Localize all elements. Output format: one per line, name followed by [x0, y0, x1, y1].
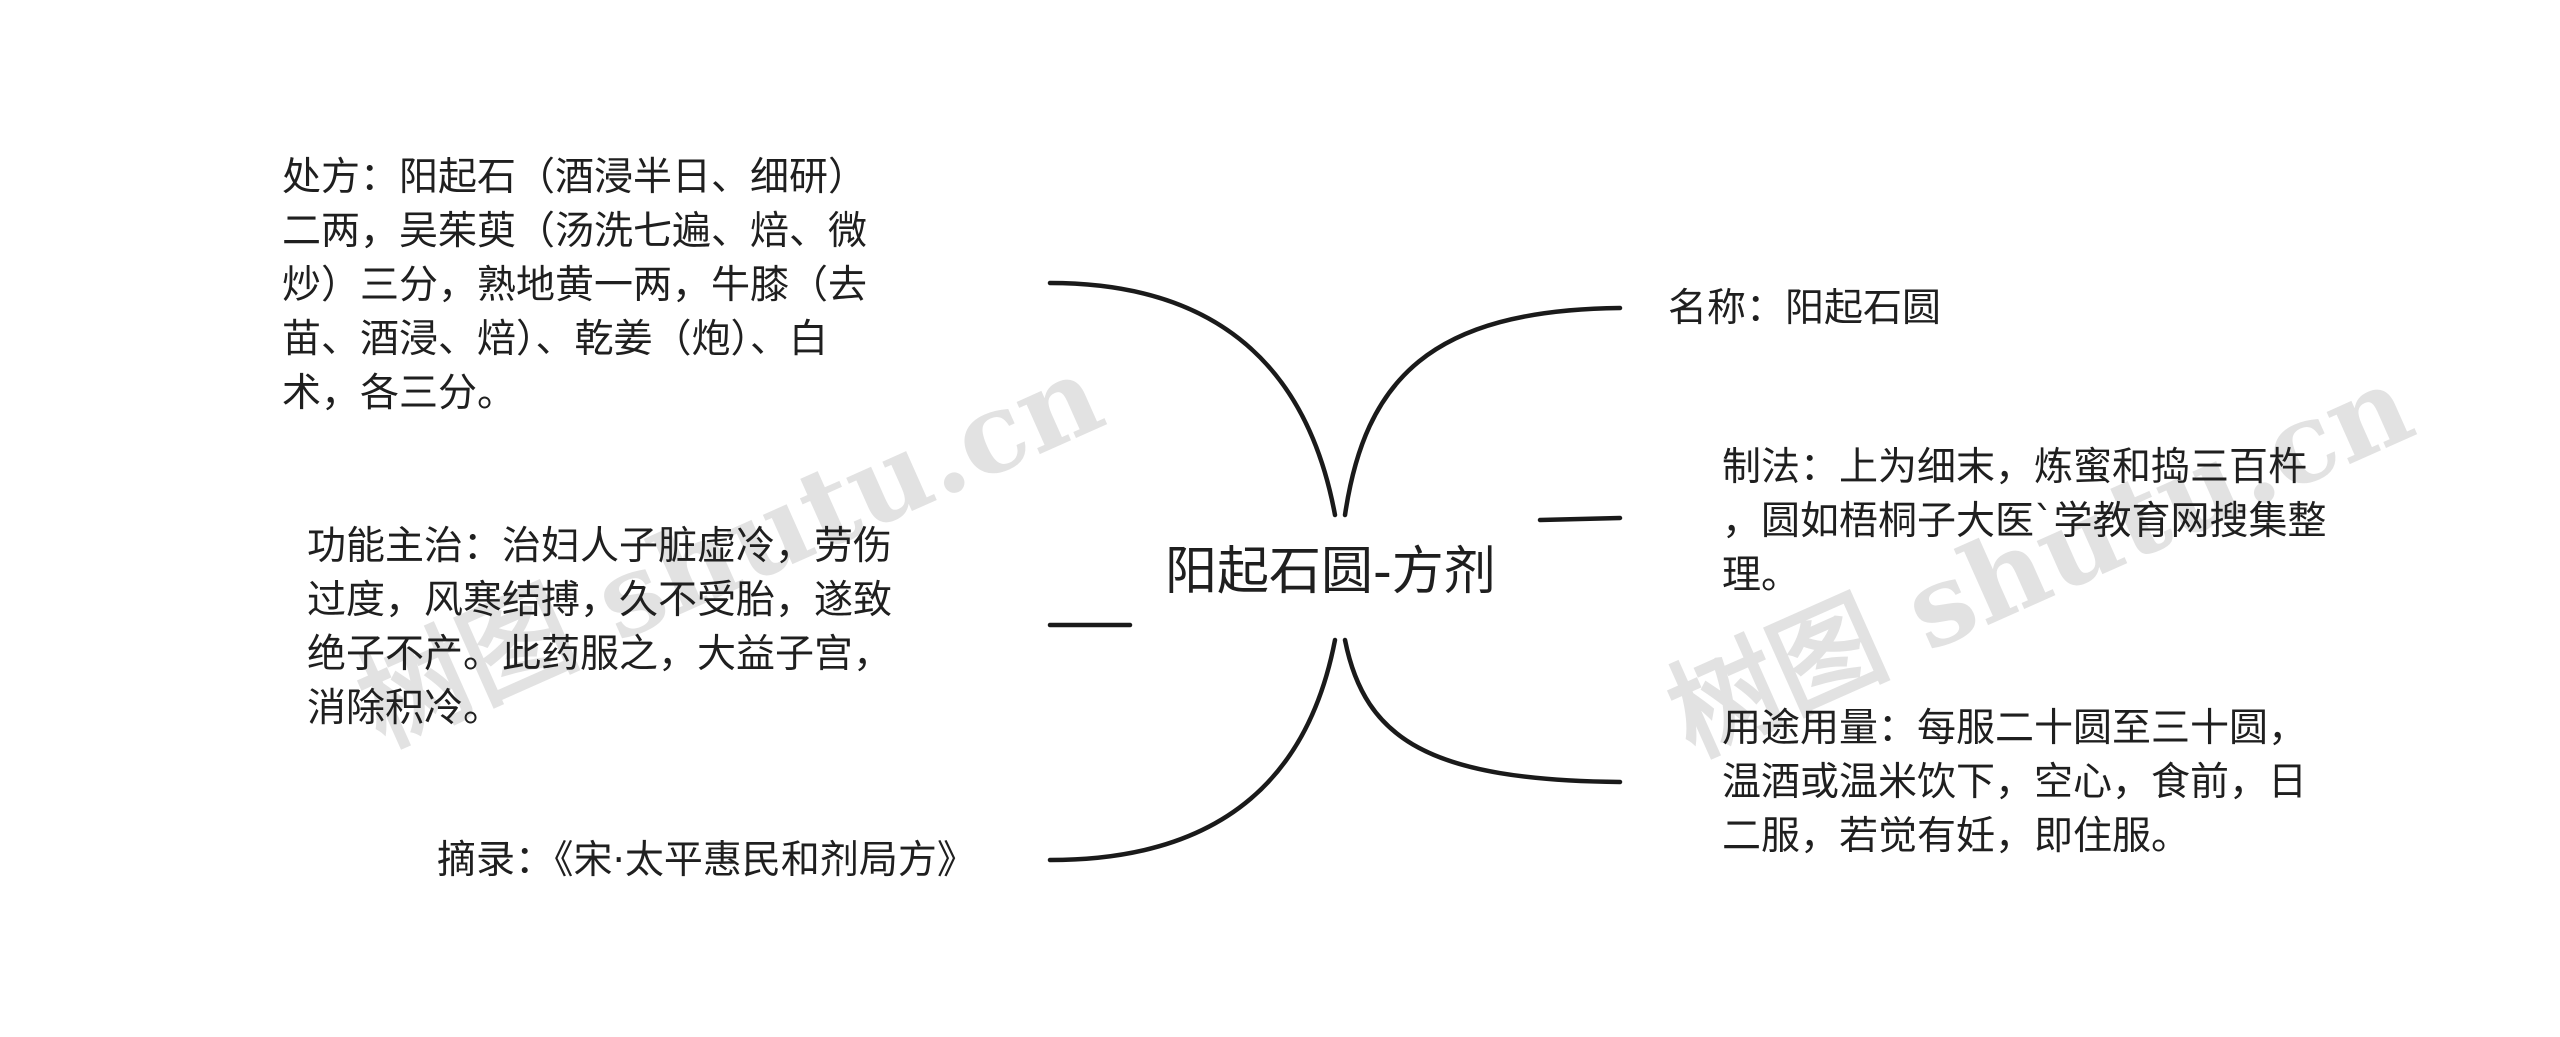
root-topic: 阳起石圆-方剂: [1165, 542, 1496, 602]
node-indications: 功能主治：治妇人子脏虚冷，劳伤 过度，风寒结搏，久不受胎，遂致 绝子不产。此药服…: [307, 524, 893, 731]
connector-name: [1342, 305, 1623, 518]
node-prescription: 处方：阳起石（酒浸半日、细研） 二两，吴茱萸（汤洗七遍、焙、微 炒）三分，熟地黄…: [282, 155, 868, 416]
connector-preparation: [1537, 515, 1623, 523]
node-preparation: 制法：上为细末，炼蜜和捣三百杵 ，圆如梧桐子大医`学教育网搜集整 理。: [1722, 445, 2327, 598]
connector-usage: [1342, 637, 1623, 785]
node-name: 名称：阳起石圆: [1668, 286, 1942, 331]
connector-prescription: [1047, 280, 1338, 518]
node-usage: 用途用量：每服二十圆至三十圆， 温酒或温米饮下，空心，食前，日 二服，若觉有妊，…: [1722, 706, 2308, 859]
connector-source: [1047, 637, 1338, 863]
node-source: 摘录：《宋·太平惠民和剂局方》: [437, 838, 976, 883]
